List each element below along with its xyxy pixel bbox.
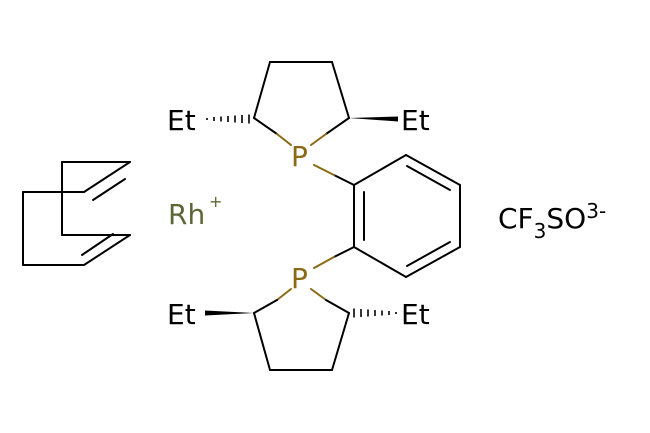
label-et-top-left: Et bbox=[167, 104, 196, 137]
benzene-ring bbox=[313, 154, 461, 278]
label-et-bottom-left: Et bbox=[167, 298, 196, 331]
hash-bond-bottom-right bbox=[353, 308, 397, 318]
label-et-bottom-right: Et bbox=[401, 298, 430, 331]
bottom-phospholane bbox=[253, 288, 350, 371]
wedge-bond-bottom-left bbox=[205, 310, 254, 316]
label-counterion: CF3SO3- bbox=[498, 199, 606, 243]
wedge-bond-top-right bbox=[349, 116, 398, 122]
label-rhodium: Rh bbox=[168, 198, 205, 231]
label-phosphorus-bottom: P bbox=[291, 262, 308, 295]
label-rhodium-charge: + bbox=[209, 192, 222, 211]
label-et-top-right: Et bbox=[401, 104, 430, 137]
hash-bond-top-left bbox=[206, 114, 250, 124]
label-phosphorus-top: P bbox=[291, 140, 308, 173]
top-phospholane bbox=[253, 61, 350, 146]
cod-ligand bbox=[22, 161, 131, 266]
